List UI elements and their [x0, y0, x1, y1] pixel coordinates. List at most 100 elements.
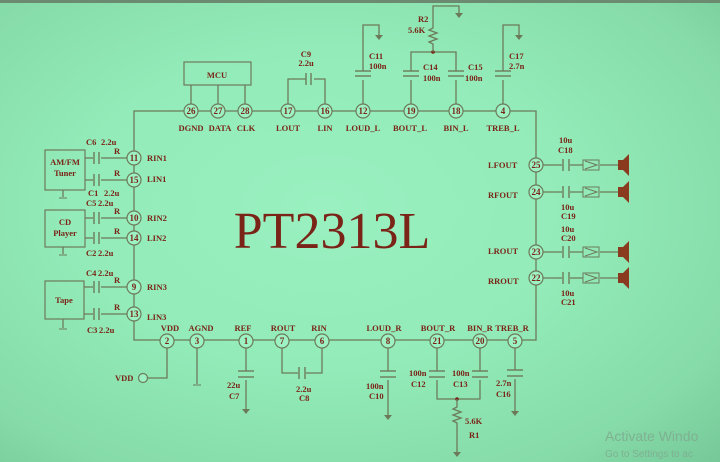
svg-text:C7: C7: [229, 391, 240, 401]
top-pin-16: 16 LIN: [317, 103, 333, 133]
source-am-fm-tuner: AM/FM Tuner C6 2.2u C1 2.2u R R: [44, 137, 127, 199]
svg-text:R: R: [114, 226, 121, 236]
svg-text:R: R: [114, 206, 121, 216]
right-pins: 25 LFOUT 24 RFOUT 23 LROUT 22 RROUT: [488, 157, 544, 286]
pin-label: LOUD_L: [346, 123, 381, 133]
svg-text:AM/FM: AM/FM: [50, 157, 80, 167]
svg-text:RIN: RIN: [311, 323, 327, 333]
svg-text:2.2u: 2.2u: [298, 58, 314, 68]
capacitor-c8: 2.2u C8: [281, 348, 323, 403]
output-rfout: 10u C19: [543, 181, 629, 221]
svg-text:2.2u: 2.2u: [98, 198, 114, 208]
speaker-icon: [618, 187, 623, 197]
svg-text:C14: C14: [423, 62, 438, 72]
svg-text:3: 3: [195, 336, 200, 346]
svg-text:C9: C9: [301, 49, 311, 59]
svg-text:C10: C10: [369, 391, 384, 401]
source-tape: Tape C4 2.2u C3 2.2u R R: [44, 268, 127, 335]
svg-text:C1: C1: [88, 188, 98, 198]
mcu-block: MCU: [183, 61, 252, 104]
svg-text:5.6K: 5.6K: [465, 416, 483, 426]
svg-text:C13: C13: [453, 379, 468, 389]
source-cd-player: CD Player C5 2.2u C2 2.2u R R: [44, 198, 127, 258]
svg-text:REF: REF: [235, 323, 252, 333]
svg-text:17: 17: [284, 106, 294, 116]
ground-icon: [453, 452, 461, 457]
svg-text:C11: C11: [369, 51, 383, 61]
agnd-ground: [193, 348, 201, 386]
svg-text:Player: Player: [53, 228, 77, 238]
chip-title: PT2313L: [234, 203, 430, 260]
svg-text:15: 15: [130, 175, 140, 185]
capacitor-c17: C17 2.7n: [495, 24, 525, 104]
bass-network-left: R2 5.6K C14 100n C15 100n: [403, 5, 483, 104]
svg-text:100n: 100n: [465, 73, 483, 83]
svg-text:C6: C6: [86, 137, 96, 147]
mcu-label: MCU: [207, 70, 227, 80]
capacitor-c10: 100n C10: [366, 348, 396, 420]
activation-watermark: Activate Windo: [605, 428, 699, 444]
output-rrout: 10u C21: [543, 267, 629, 307]
activation-watermark-subtext: Go to Settings to ac: [605, 449, 693, 460]
top-pin-12: 12 LOUD_L: [346, 103, 381, 133]
svg-text:27: 27: [214, 106, 224, 116]
capacitor-c11: C11 100n: [355, 24, 387, 104]
svg-text:C17: C17: [509, 51, 524, 61]
pin-label: BIN_L: [443, 123, 468, 133]
svg-text:R: R: [114, 146, 121, 156]
speaker-icon: [618, 247, 623, 257]
svg-text:28: 28: [241, 106, 251, 116]
top-pin-28: 28 CLK: [237, 103, 256, 133]
svg-text:8: 8: [386, 336, 391, 346]
svg-text:Tuner: Tuner: [54, 168, 76, 178]
svg-text:2.2u: 2.2u: [101, 137, 117, 147]
svg-text:C20: C20: [561, 233, 576, 243]
svg-text:12: 12: [359, 106, 369, 116]
svg-text:R2: R2: [418, 14, 428, 24]
svg-text:2.2u: 2.2u: [98, 268, 114, 278]
svg-text:LIN3: LIN3: [147, 312, 166, 322]
ground-icon: [455, 13, 463, 18]
svg-text:5: 5: [513, 336, 518, 346]
ground-icon: [242, 409, 250, 414]
svg-text:LIN2: LIN2: [147, 233, 166, 243]
svg-text:C16: C16: [496, 389, 511, 399]
svg-text:RFOUT: RFOUT: [488, 190, 518, 200]
svg-text:10: 10: [130, 213, 140, 223]
pin-label: LOUT: [276, 123, 300, 133]
svg-text:20: 20: [476, 336, 486, 346]
top-pin-26: 26 DGND: [178, 103, 204, 133]
left-pins: 11 RIN1 15 LIN1 10 RIN2 14 LIN2 9 RIN3 1…: [126, 150, 167, 322]
pin-label: LIN: [317, 123, 333, 133]
svg-text:10u: 10u: [559, 135, 573, 145]
svg-text:100n: 100n: [369, 61, 387, 71]
capacitor-c9: C9 2.2u: [287, 49, 326, 104]
svg-text:24: 24: [532, 187, 542, 197]
bottom-pins: 2 VDD 3 AGND 1 REF 7 ROUT 6 RIN 8 LOUD_R…: [159, 323, 530, 349]
svg-text:2: 2: [165, 336, 170, 346]
svg-text:ROUT: ROUT: [271, 323, 296, 333]
pin-label: CLK: [237, 123, 256, 133]
svg-text:18: 18: [452, 106, 462, 116]
capacitor-c16: 2.7n C16: [496, 348, 523, 416]
svg-text:100n: 100n: [452, 368, 470, 378]
svg-text:AGND: AGND: [188, 323, 213, 333]
svg-text:RIN3: RIN3: [147, 282, 167, 292]
top-pin-18: 18 BIN_L: [443, 103, 469, 133]
svg-text:100n: 100n: [409, 368, 427, 378]
svg-text:LIN1: LIN1: [147, 174, 166, 184]
svg-text:25: 25: [532, 160, 542, 170]
chip-bus-outline: [133, 110, 537, 341]
svg-text:C21: C21: [561, 297, 576, 307]
svg-text:C19: C19: [561, 211, 576, 221]
speaker-icon: [618, 160, 623, 170]
svg-text:23: 23: [532, 247, 542, 257]
svg-text:C15: C15: [468, 62, 483, 72]
svg-text:13: 13: [130, 309, 140, 319]
svg-text:C8: C8: [299, 393, 309, 403]
svg-text:2.2u: 2.2u: [98, 248, 114, 258]
pin-label: DGND: [178, 123, 203, 133]
svg-text:BIN_R: BIN_R: [467, 323, 493, 333]
pin-label: TREB_L: [486, 123, 519, 133]
